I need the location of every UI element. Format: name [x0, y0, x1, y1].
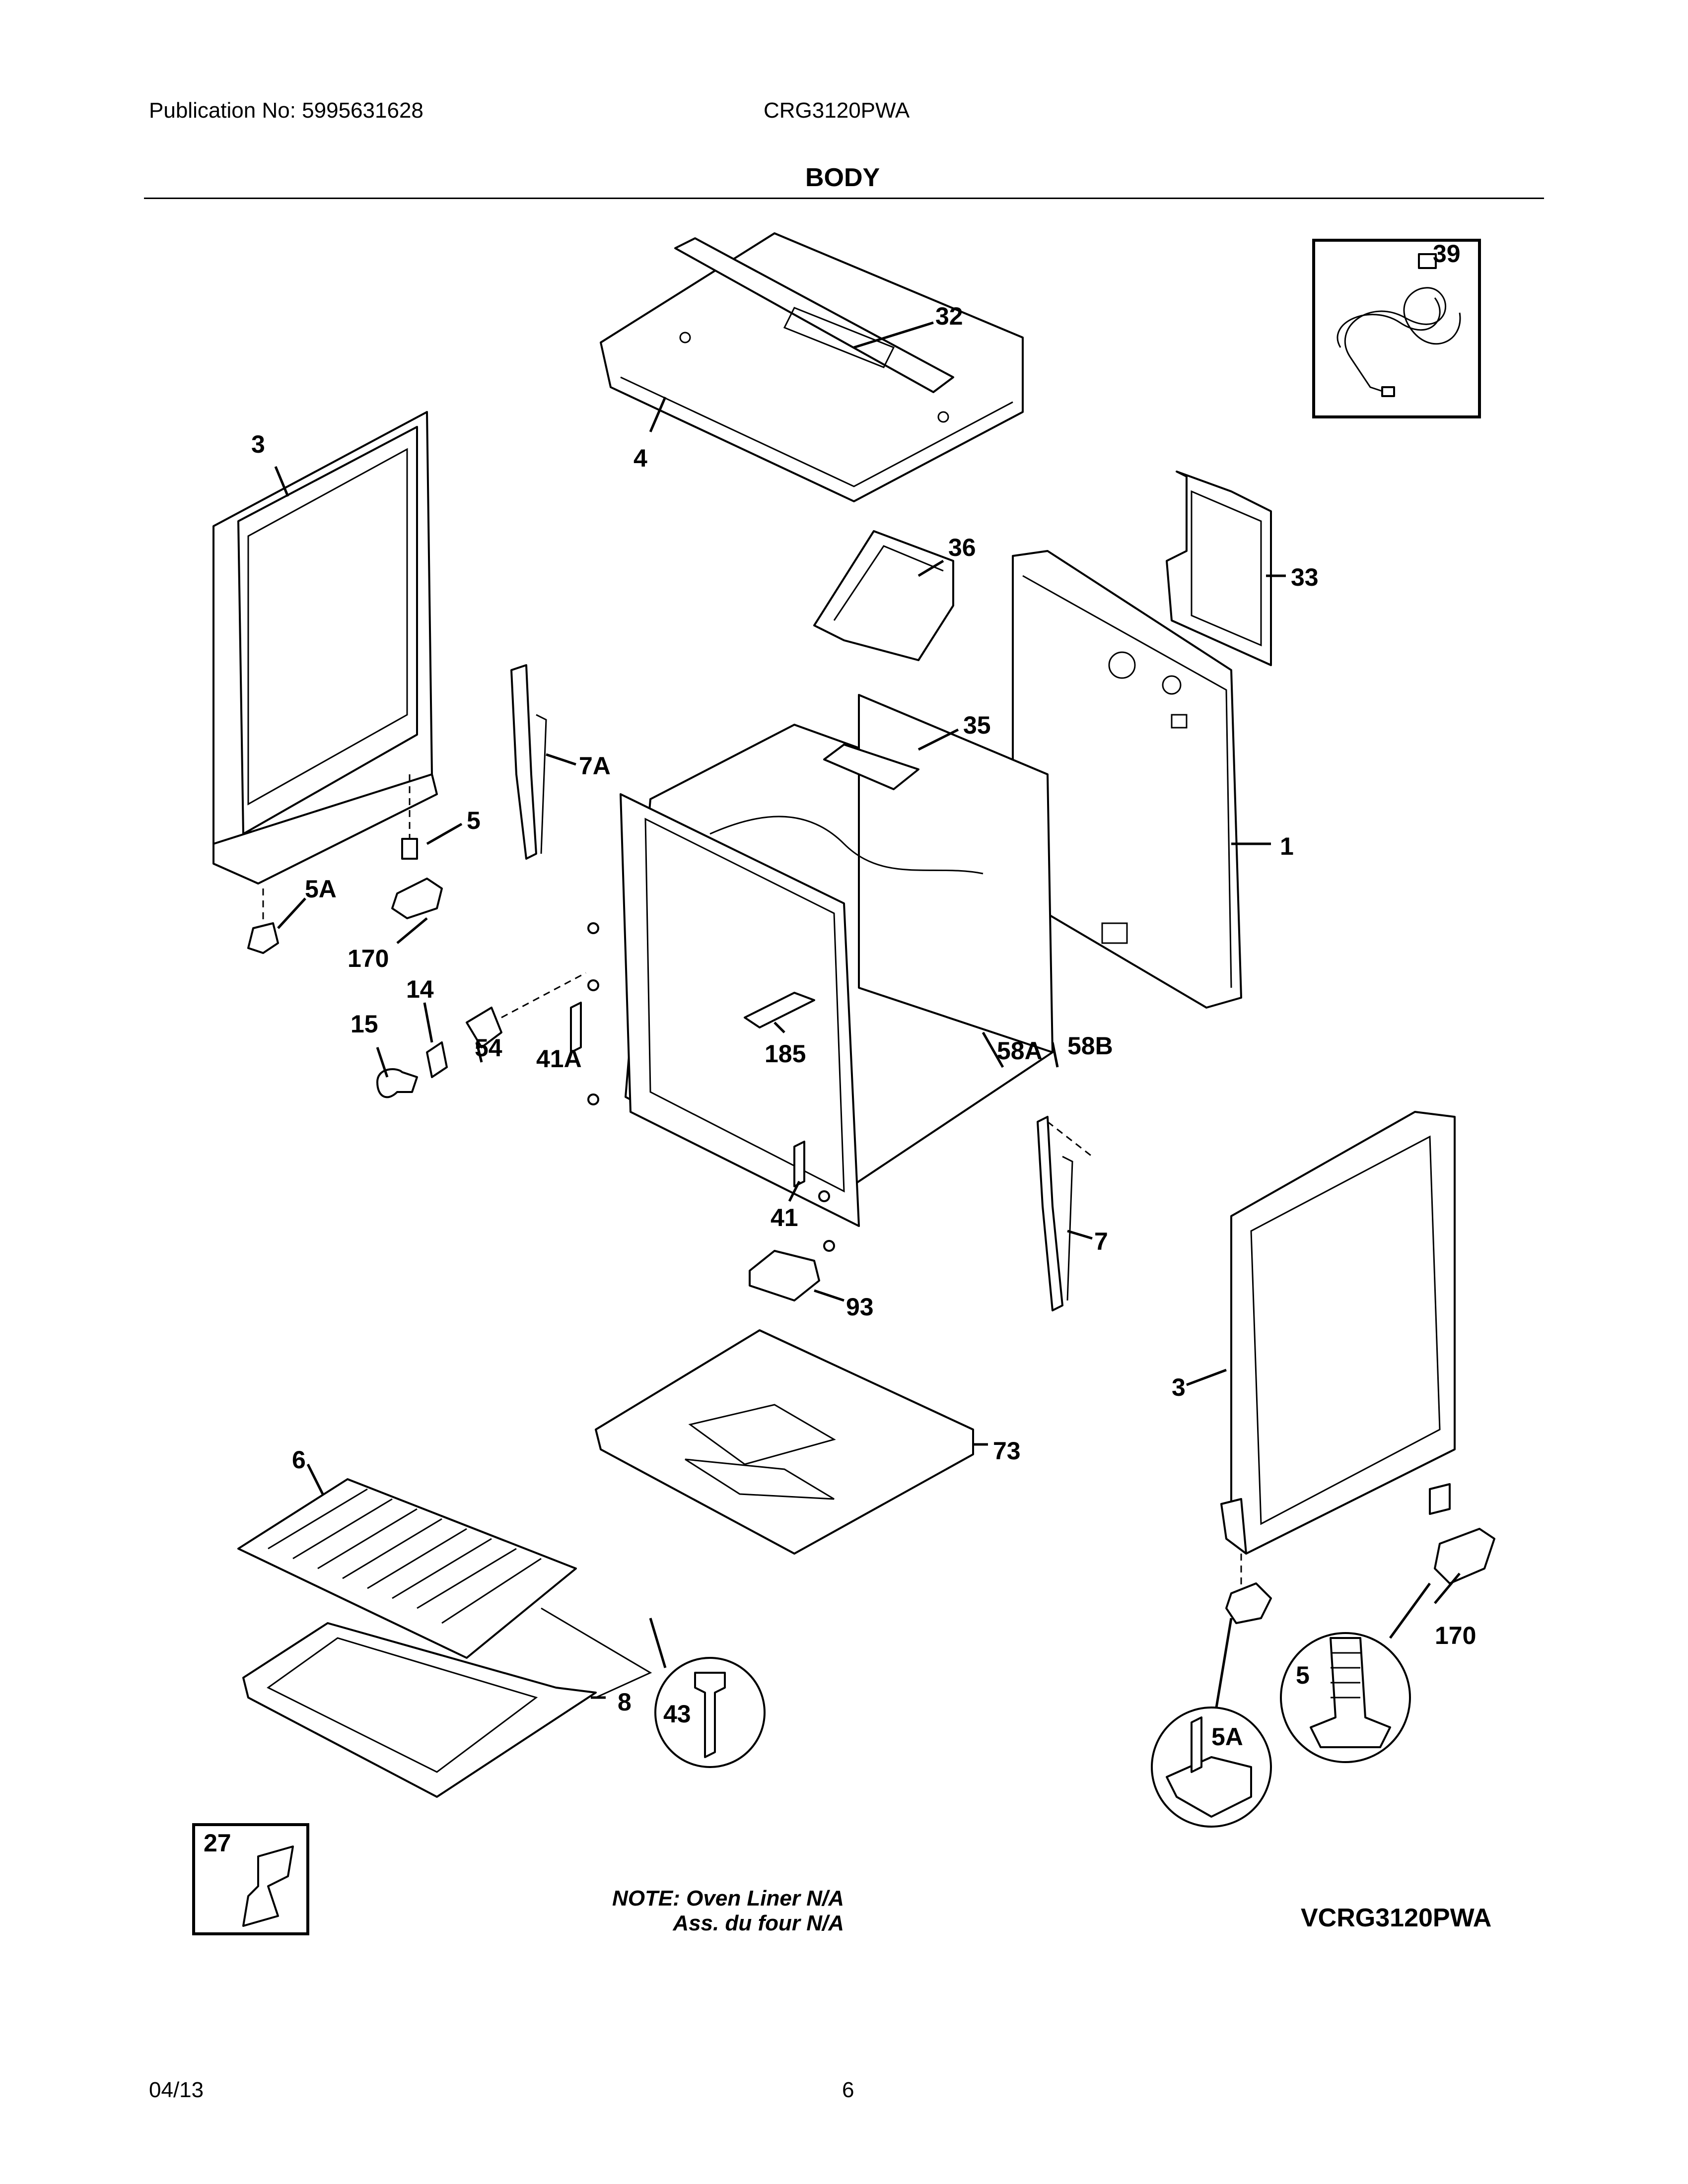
callout-170-left: 170 — [348, 945, 389, 972]
publication-number: Publication No: 5995631628 — [149, 98, 423, 123]
model-number: CRG3120PWA — [764, 98, 910, 123]
callout-7a: 7A — [579, 752, 611, 780]
left-side-panel — [212, 411, 438, 885]
callout-54: 54 — [475, 1034, 502, 1062]
callout-5a-left: 5A — [305, 875, 337, 903]
callout-41: 41 — [771, 1204, 798, 1231]
callout-58a: 58A — [997, 1037, 1043, 1065]
leader-lines — [274, 321, 1461, 1708]
part-36-bracket — [813, 530, 954, 661]
callout-8: 8 — [618, 1688, 632, 1716]
oven-liner-note: NOTE: Oven Liner N/A Ass. du four N/A — [546, 1886, 844, 1936]
callout-labels: 39 32 4 3 36 33 35 7A 5 5A 170 14 15 54 … — [204, 240, 1476, 1857]
leveler-detail-5a — [1151, 1706, 1272, 1828]
callout-41a: 41A — [536, 1045, 582, 1073]
callout-73: 73 — [993, 1437, 1021, 1465]
screw-detail-43 — [654, 1657, 766, 1768]
callout-3-left: 3 — [251, 430, 265, 458]
callout-185: 185 — [765, 1040, 806, 1068]
diagram-id: VCRG3120PWA — [1301, 1904, 1492, 1932]
callout-4: 4 — [633, 444, 647, 472]
note-line-2: Ass. du four N/A — [673, 1911, 844, 1935]
leveler-detail-5 — [1280, 1632, 1411, 1763]
footer-date: 04/13 — [149, 2078, 204, 2102]
callout-170-right: 170 — [1435, 1622, 1476, 1649]
oven-cavity-body — [620, 694, 1054, 1227]
callout-14: 14 — [406, 975, 434, 1003]
callout-3-right: 3 — [1172, 1373, 1186, 1401]
top-frame-assembly — [600, 232, 1024, 502]
clips — [570, 922, 835, 1252]
callout-35: 35 — [963, 711, 991, 739]
inset-box-27 — [192, 1823, 309, 1935]
callout-7: 7 — [1094, 1228, 1108, 1255]
callout-58b: 58B — [1067, 1032, 1113, 1060]
right-side-panel — [1220, 1111, 1456, 1555]
back-panel — [1012, 550, 1242, 1009]
callout-5-left: 5 — [467, 807, 481, 834]
header-rule — [144, 198, 1544, 199]
drawer-panel — [242, 1607, 652, 1798]
callout-6: 6 — [292, 1446, 306, 1474]
section-title: BODY — [805, 163, 880, 192]
part-93-block — [749, 1250, 820, 1301]
light-assembly — [376, 972, 586, 1098]
callout-5a-right: 5A — [1211, 1723, 1243, 1751]
callout-33: 33 — [1291, 563, 1319, 591]
callout-36: 36 — [948, 534, 976, 561]
inset-box-39 — [1312, 239, 1481, 418]
part-7-hinge — [1037, 1116, 1093, 1311]
callout-1: 1 — [1280, 832, 1294, 860]
part-33-panel — [1166, 471, 1272, 666]
callout-15: 15 — [351, 1010, 378, 1038]
left-leveler-parts — [247, 774, 443, 954]
callout-32: 32 — [935, 302, 963, 330]
callout-39: 39 — [1433, 240, 1461, 268]
part-7a-hinge — [510, 664, 547, 860]
right-leveler-parts — [1225, 1483, 1495, 1624]
note-line-1: NOTE: Oven Liner N/A — [612, 1886, 844, 1911]
callout-27: 27 — [204, 1829, 231, 1857]
callout-5-right: 5 — [1296, 1661, 1310, 1689]
footer-page-number: 6 — [842, 2078, 854, 2102]
oven-rack — [237, 1478, 577, 1659]
callout-93: 93 — [846, 1293, 874, 1321]
callout-43: 43 — [663, 1700, 691, 1728]
bottom-panel — [595, 1329, 974, 1555]
